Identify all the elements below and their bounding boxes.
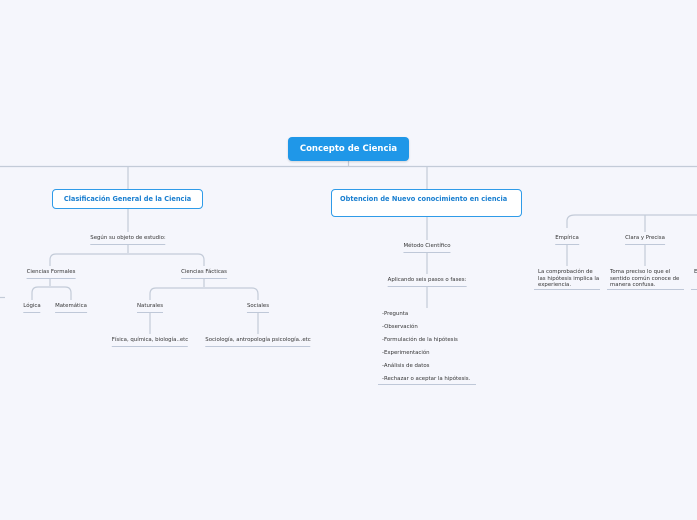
step-item[interactable]: -Rechazar o aceptar la hipótesis.	[382, 376, 471, 382]
node-empirica-desc[interactable]: La comprobación de las hipótesis implica…	[538, 269, 600, 289]
node-logica[interactable]: Lógica	[23, 303, 41, 313]
node-metodo-cientifico[interactable]: Método Científico	[403, 243, 451, 253]
node-matematica[interactable]: Matemática	[55, 303, 87, 313]
step-item[interactable]: -Formulación de la hipótesis	[382, 337, 458, 343]
node-naturales[interactable]: Naturales	[136, 303, 164, 313]
node-sociales[interactable]: Sociales	[246, 303, 270, 313]
node-clara-desc[interactable]: Toma preciso lo que el sentido común con…	[610, 269, 680, 289]
node-sociales-example[interactable]: Sociología, antropología psicología..etc	[205, 337, 311, 347]
step-item[interactable]: -Observación	[382, 324, 418, 330]
central-topic[interactable]: Concepto de Ciencia	[288, 137, 409, 161]
step-item[interactable]: -Pregunta	[382, 311, 409, 317]
node-seis-pasos[interactable]: Aplicando seis pasos o fases:	[387, 277, 467, 287]
node-clara-precisa[interactable]: Clara y Precisa	[625, 235, 665, 245]
step-item[interactable]: -Análisis de datos	[382, 363, 430, 369]
node-cut-off[interactable]: E	[694, 269, 697, 275]
node-ciencias-formales[interactable]: Ciencias Formales	[26, 269, 76, 279]
step-item[interactable]: -Experimentación	[382, 350, 430, 356]
node-ciencias-facticas[interactable]: Ciencias Fácticas	[181, 269, 227, 279]
topic-obtencion[interactable]: Obtencion de Nuevo conocimiento en cienc…	[331, 189, 522, 217]
topic-clasificacion[interactable]: Clasificación General de la Ciencia	[52, 189, 203, 209]
node-naturales-example[interactable]: Física, química, biología..etc	[111, 337, 189, 347]
node-empirica[interactable]: Empírica	[555, 235, 579, 245]
subtopic-objeto-estudio[interactable]: Según su objeto de estudio:	[90, 235, 166, 245]
